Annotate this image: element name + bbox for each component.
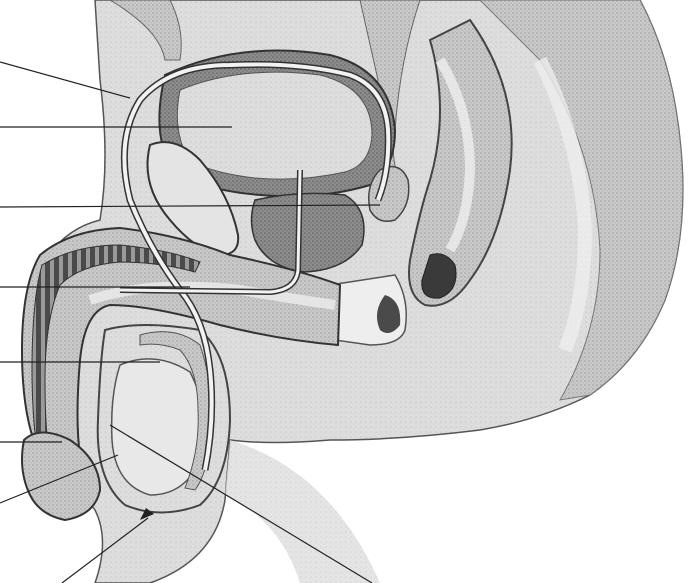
bladder-interior: [177, 72, 372, 179]
